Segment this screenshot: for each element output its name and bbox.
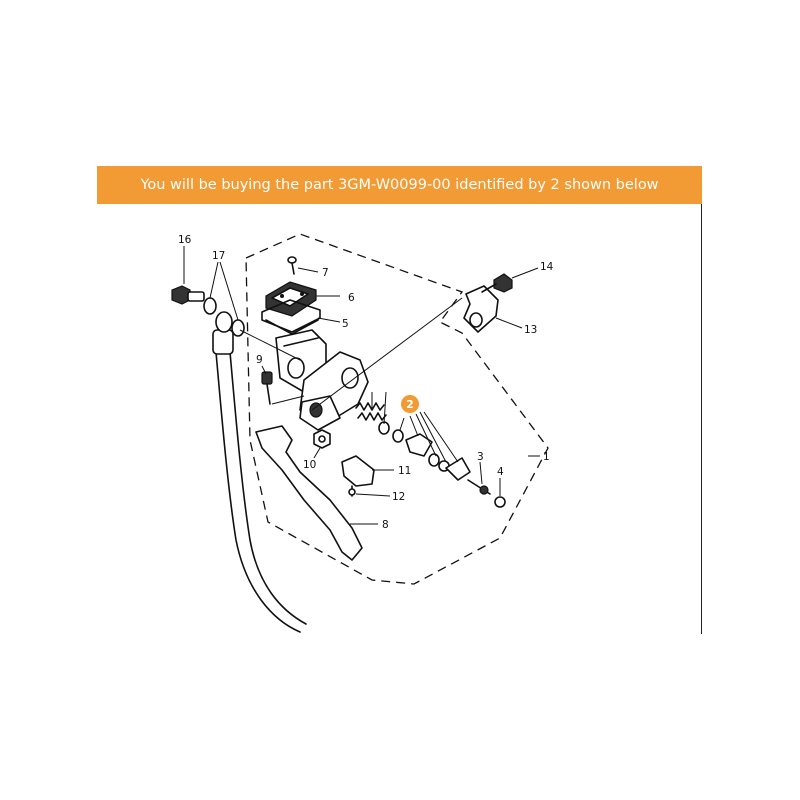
label-11: 11 [398, 465, 411, 477]
pushrod [467, 479, 491, 495]
copper-washer [203, 297, 217, 315]
label-7: 7 [322, 267, 329, 279]
leader-13 [495, 317, 523, 329]
part-banner: You will be buying the part 3GM-W0099-00… [97, 166, 702, 204]
guide-line [311, 297, 463, 411]
label-4: 4 [497, 466, 504, 478]
copper-washer [231, 319, 245, 337]
guide-line [271, 395, 305, 405]
label-3: 3 [477, 451, 484, 463]
banjo-fitting [215, 311, 233, 333]
label-12: 12 [392, 491, 405, 503]
leader-14 [511, 267, 539, 279]
leader-10 [313, 447, 321, 459]
highlight-callout: 2 [401, 395, 419, 413]
leader-12 [355, 493, 391, 497]
leader-2 [423, 411, 459, 463]
diagram-border [701, 204, 702, 634]
label-1: 1 [543, 451, 550, 463]
leader-3 [479, 461, 483, 485]
pivot-bolt [261, 371, 273, 405]
clamp-bolt [481, 273, 513, 293]
union-bolt [171, 285, 205, 305]
leader-2 [419, 411, 447, 463]
leader-7 [297, 267, 319, 273]
brake-hose [215, 351, 301, 633]
label-8: 8 [382, 519, 389, 531]
label-5: 5 [342, 318, 349, 330]
handlebar-clamp [463, 285, 499, 333]
assembly-boundary [245, 233, 549, 585]
pivot-nut [313, 429, 331, 449]
switch-bracket [341, 455, 375, 497]
leader-17 [219, 261, 239, 321]
brake-hose-inner [229, 351, 307, 625]
label-13: 13 [524, 324, 537, 336]
label-17: 17 [212, 250, 225, 262]
leader-2 [383, 391, 387, 425]
leader-17 [209, 261, 219, 299]
brake-lever [255, 425, 363, 561]
guide-line [239, 329, 301, 361]
leader-5 [317, 317, 341, 323]
label-14: 14 [540, 261, 554, 273]
label-16: 16 [178, 234, 192, 246]
leader-9 [261, 365, 267, 375]
leader-2 [415, 413, 437, 457]
svg-text:2: 2 [406, 398, 414, 411]
reservoir-cap [265, 281, 317, 317]
master-cylinder-body [275, 329, 369, 431]
end-cap [494, 496, 506, 508]
cap-screw [287, 256, 297, 275]
leader-2 [409, 415, 419, 437]
label-6: 6 [348, 292, 355, 304]
leader-2 [399, 417, 405, 431]
label-9: 9 [256, 354, 263, 366]
hose-fitting [212, 329, 234, 355]
label-10: 10 [303, 459, 316, 471]
